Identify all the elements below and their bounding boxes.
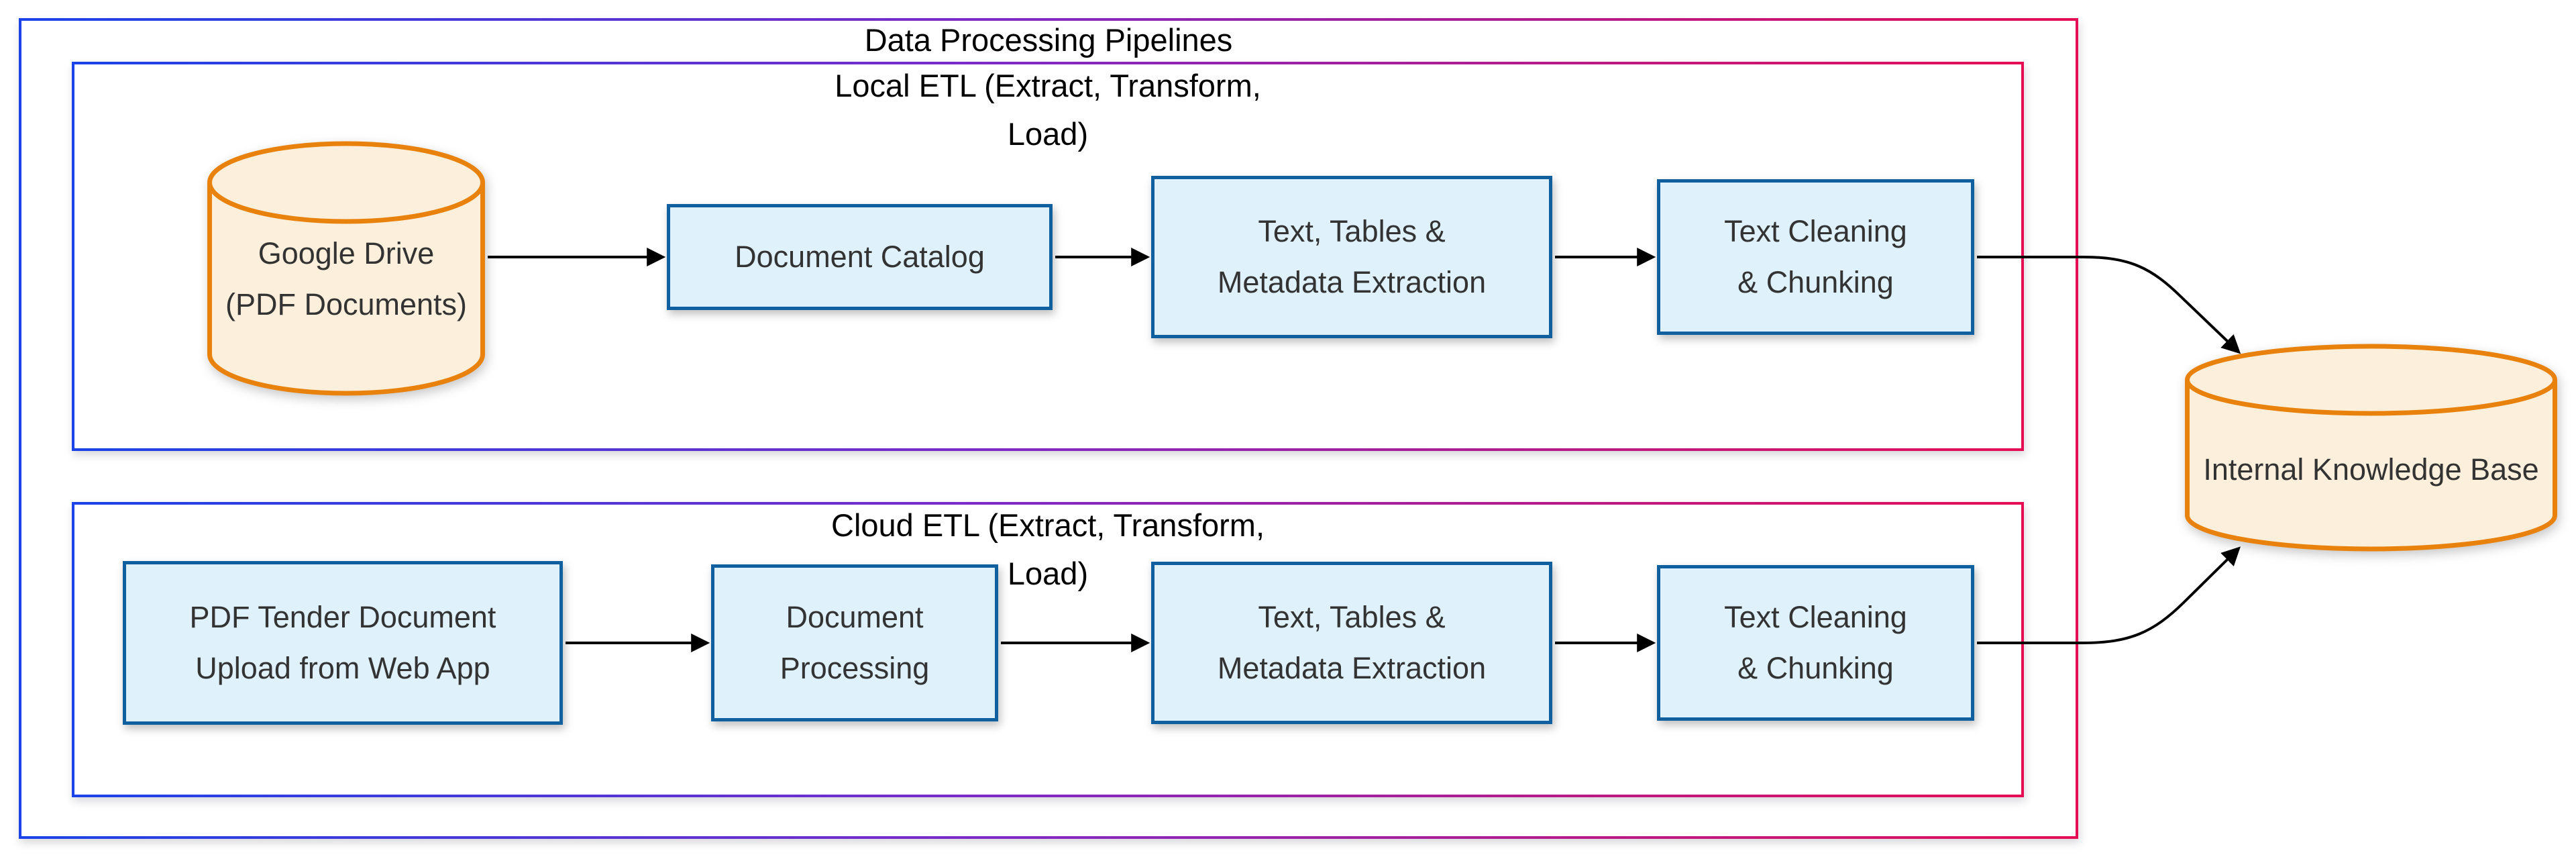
- node-pdf-tender-upload: PDF Tender Document Upload from Web App: [123, 561, 563, 725]
- node-text-tables-metadata-extraction-local: Text, Tables & Metadata Extraction: [1151, 176, 1552, 338]
- document-processing-label-line2: Processing: [780, 651, 930, 685]
- node-internal-knowledge-base: Internal Knowledge Base: [2185, 344, 2557, 552]
- cylinder-body: [2185, 344, 2557, 552]
- cylinder-rim: [207, 182, 485, 224]
- google-drive-label-line2: (PDF Documents): [225, 287, 468, 321]
- knowledge-base-cylinder-shape: [2185, 344, 2557, 552]
- node-text-tables-metadata-extraction-cloud: Text, Tables & Metadata Extraction: [1151, 562, 1552, 724]
- cloud-etl-title: Cloud ETL (Extract, Transform, Load): [74, 501, 2021, 598]
- text-cleaning-label-line2: & Chunking: [1737, 265, 1894, 299]
- text-tables-label-line1: Text, Tables &: [1258, 214, 1446, 248]
- text-cleaning-cloud-label-line1: Text Cleaning: [1724, 600, 1907, 634]
- text-tables-cloud-label-line1: Text, Tables &: [1258, 600, 1446, 634]
- knowledge-base-label: Internal Knowledge Base: [2185, 444, 2557, 495]
- text-cleaning-label-line1: Text Cleaning: [1724, 214, 1907, 248]
- google-drive-label: Google Drive (PDF Documents): [207, 228, 485, 330]
- knowledge-base-label-text: Internal Knowledge Base: [2203, 452, 2539, 487]
- cloud-etl-title-line2: Load): [1007, 556, 1089, 591]
- text-cleaning-cloud-label-line2: & Chunking: [1737, 651, 1894, 685]
- node-document-catalog: Document Catalog: [667, 204, 1053, 310]
- cylinder-rim: [2185, 379, 2557, 416]
- node-text-cleaning-chunking-cloud: Text Cleaning & Chunking: [1657, 565, 1974, 721]
- node-google-drive: Google Drive (PDF Documents): [207, 141, 485, 396]
- cylinder-body: [207, 141, 485, 396]
- data-processing-pipelines-title: Data Processing Pipelines: [21, 16, 2076, 64]
- document-catalog-label: Document Catalog: [735, 240, 985, 274]
- local-etl-title: Local ETL (Extract, Transform, Load): [74, 62, 2021, 158]
- text-tables-label-line2: Metadata Extraction: [1217, 265, 1487, 299]
- node-document-processing: Document Processing: [711, 564, 998, 721]
- pdf-upload-label-line1: PDF Tender Document: [189, 600, 496, 634]
- title-text: Data Processing Pipelines: [864, 22, 1233, 58]
- local-etl-title-line2: Load): [1007, 116, 1089, 152]
- node-text-cleaning-chunking-local: Text Cleaning & Chunking: [1657, 179, 1974, 335]
- document-processing-label-line1: Document: [786, 600, 924, 634]
- local-etl-title-line1: Local ETL (Extract, Transform,: [835, 68, 1261, 103]
- google-drive-label-line1: Google Drive: [258, 236, 435, 270]
- cloud-etl-title-line1: Cloud ETL (Extract, Transform,: [831, 507, 1265, 543]
- database-cylinder-shape: [207, 141, 485, 396]
- text-tables-cloud-label-line2: Metadata Extraction: [1217, 651, 1487, 685]
- pdf-upload-label-line2: Upload from Web App: [195, 651, 490, 685]
